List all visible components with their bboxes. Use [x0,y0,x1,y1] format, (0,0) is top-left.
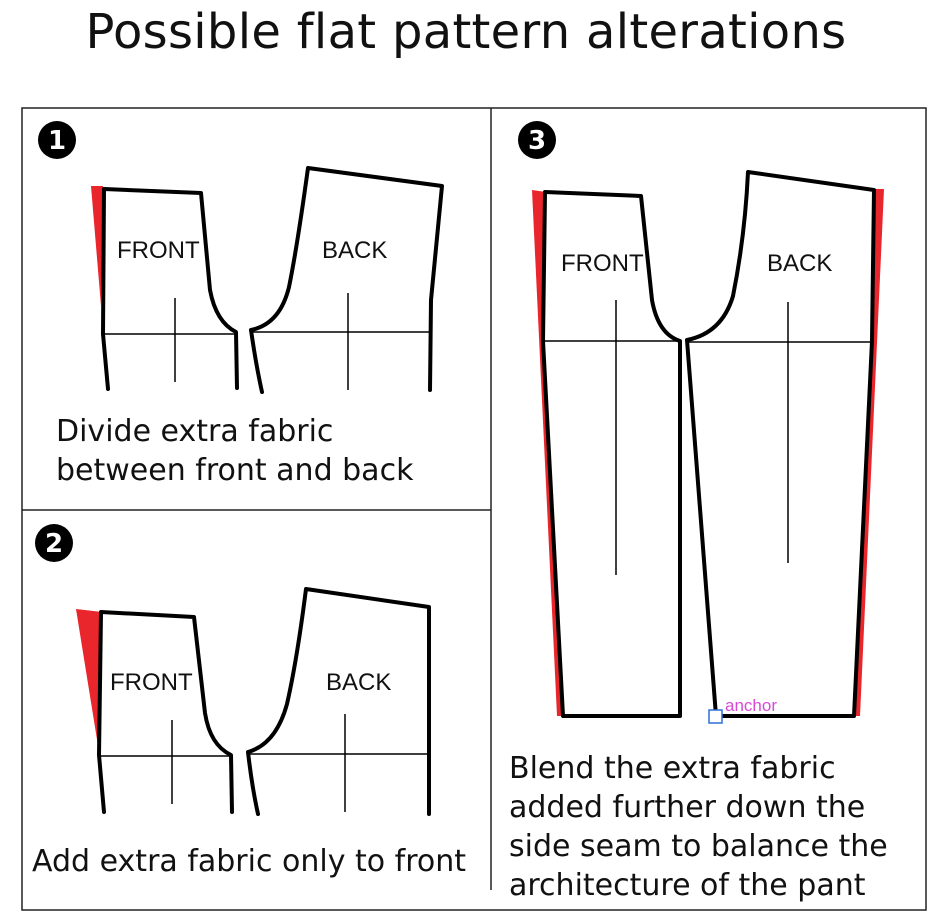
outer-frame [21,107,927,911]
back-pattern-piece [249,166,444,394]
step-badge-3 [518,121,556,159]
back-label: BACK [322,237,387,264]
step-badge-2-number: 2 [45,529,63,559]
back-pattern-piece [246,587,431,816]
panel-3-caption-line-4: architecture of the pant [509,868,866,903]
extra-fabric-front [91,186,103,306]
front-pattern-piece [541,190,682,718]
panel-1: 1 FRONT BACK Divide extra fabric between… [38,121,444,488]
anchor-marker [708,709,723,724]
front-label: FRONT [561,250,644,277]
panel-2: 2 FRONT BACK Add extra fabric only to fr… [32,524,466,879]
extra-fabric-front [76,609,102,752]
front-pattern-piece [101,187,239,391]
panel-1-caption-line-1: Divide extra fabric [56,414,333,449]
front-pattern-piece [97,610,234,814]
front-label: FRONT [117,237,200,264]
step-badge-3-number: 3 [528,126,546,156]
panel-3: 3 FRONT BACK anchor Blend the extra fabr… [509,121,888,903]
step-badge-2 [35,524,73,562]
front-label: FRONT [110,669,193,696]
back-label: BACK [326,669,391,696]
step-badge-1-number: 1 [48,126,66,156]
panel-3-caption-line-3: side seam to balance the [509,829,888,864]
back-label: BACK [767,250,832,277]
anchor-label: anchor [725,696,777,715]
panel-1-caption-line-2: between front and back [56,453,414,488]
panel-2-caption-line-1: Add extra fabric only to front [32,844,466,879]
back-pattern-piece [685,170,876,718]
panel-3-caption-line-2: added further down the [509,790,865,825]
panel-3-caption-line-1: Blend the extra fabric [509,751,836,786]
step-badge-1 [38,121,76,159]
panel-frames [21,107,927,911]
page-title: Possible flat pattern alterations [85,4,847,60]
